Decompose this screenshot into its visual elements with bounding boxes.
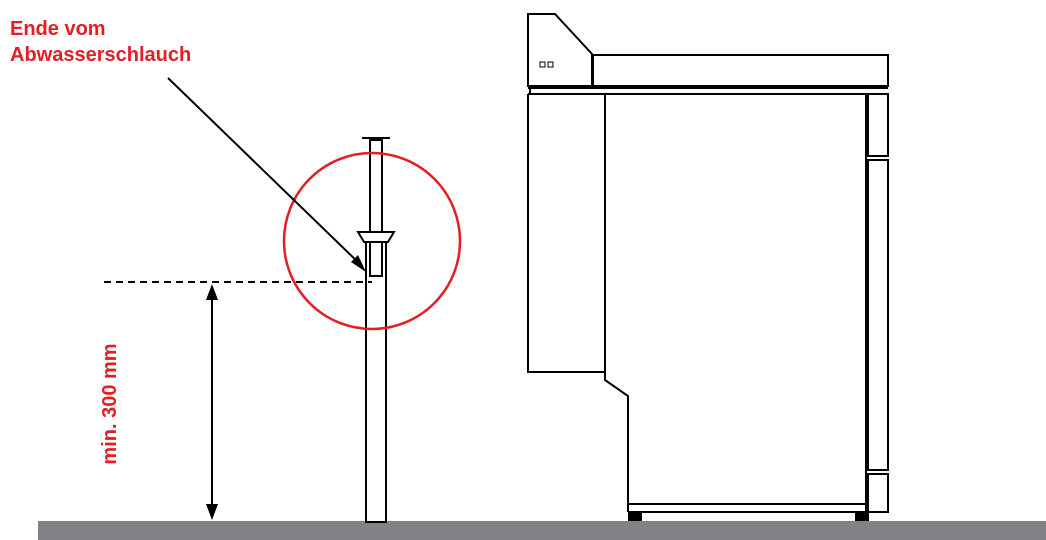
appliance-side-view [527,13,889,521]
floor [38,521,1046,540]
min-height-label: min. 300 mm [99,343,121,465]
drain-standpipe [356,137,396,523]
pointer-arrow [167,77,366,272]
highlight-circle [282,151,462,331]
hose-end-label-line2: Abwasserschlauch [10,44,192,66]
hose-end-label: Ende vom Abwasserschlauch [10,16,191,68]
hose-end-label-line1: Ende vom [10,18,106,40]
dimension-arrow [206,284,218,520]
indicator-lights [539,61,554,68]
